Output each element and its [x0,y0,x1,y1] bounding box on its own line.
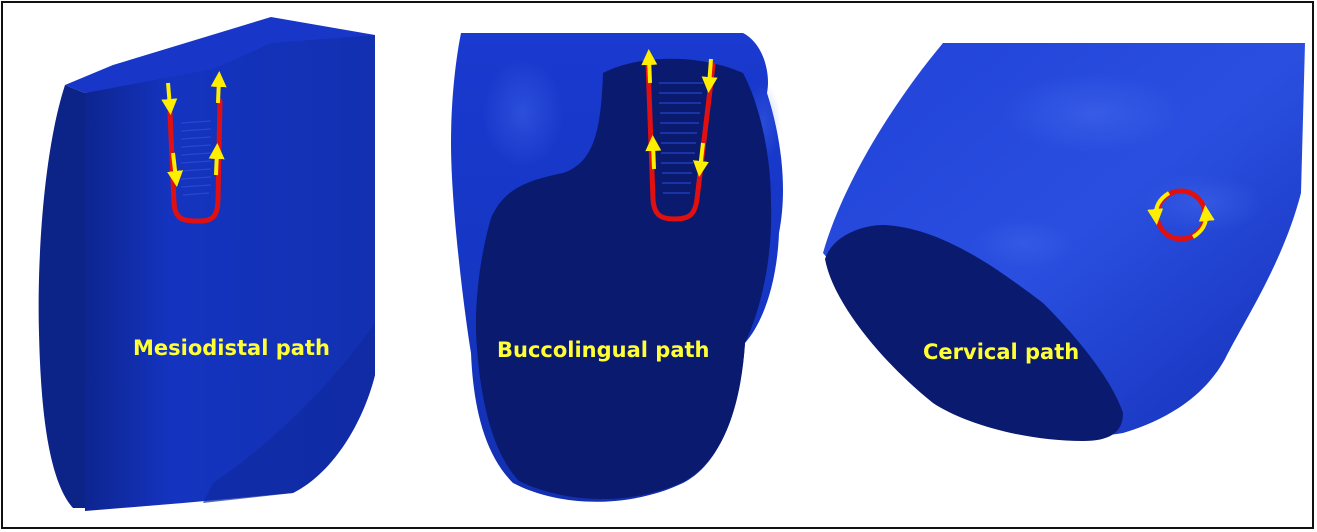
mesiodistal-label: Mesiodistal path [133,336,330,360]
mesiodistal-panel: Mesiodistal path [39,17,375,511]
cervical-label: Cervical path [923,340,1079,364]
cervical-panel: Cervical path [823,43,1305,441]
cervical-highlight-3 [973,218,1073,268]
implant-path-figure: Mesiodistal path [3,3,1312,527]
buccolingual-label: Buccolingual path [497,338,709,362]
buccolingual-highlight-1 [483,58,563,168]
buccolingual-panel: Buccolingual path [451,33,783,502]
mesiodistal-side-face [39,85,85,508]
cervical-highlight-1 [1003,73,1183,153]
